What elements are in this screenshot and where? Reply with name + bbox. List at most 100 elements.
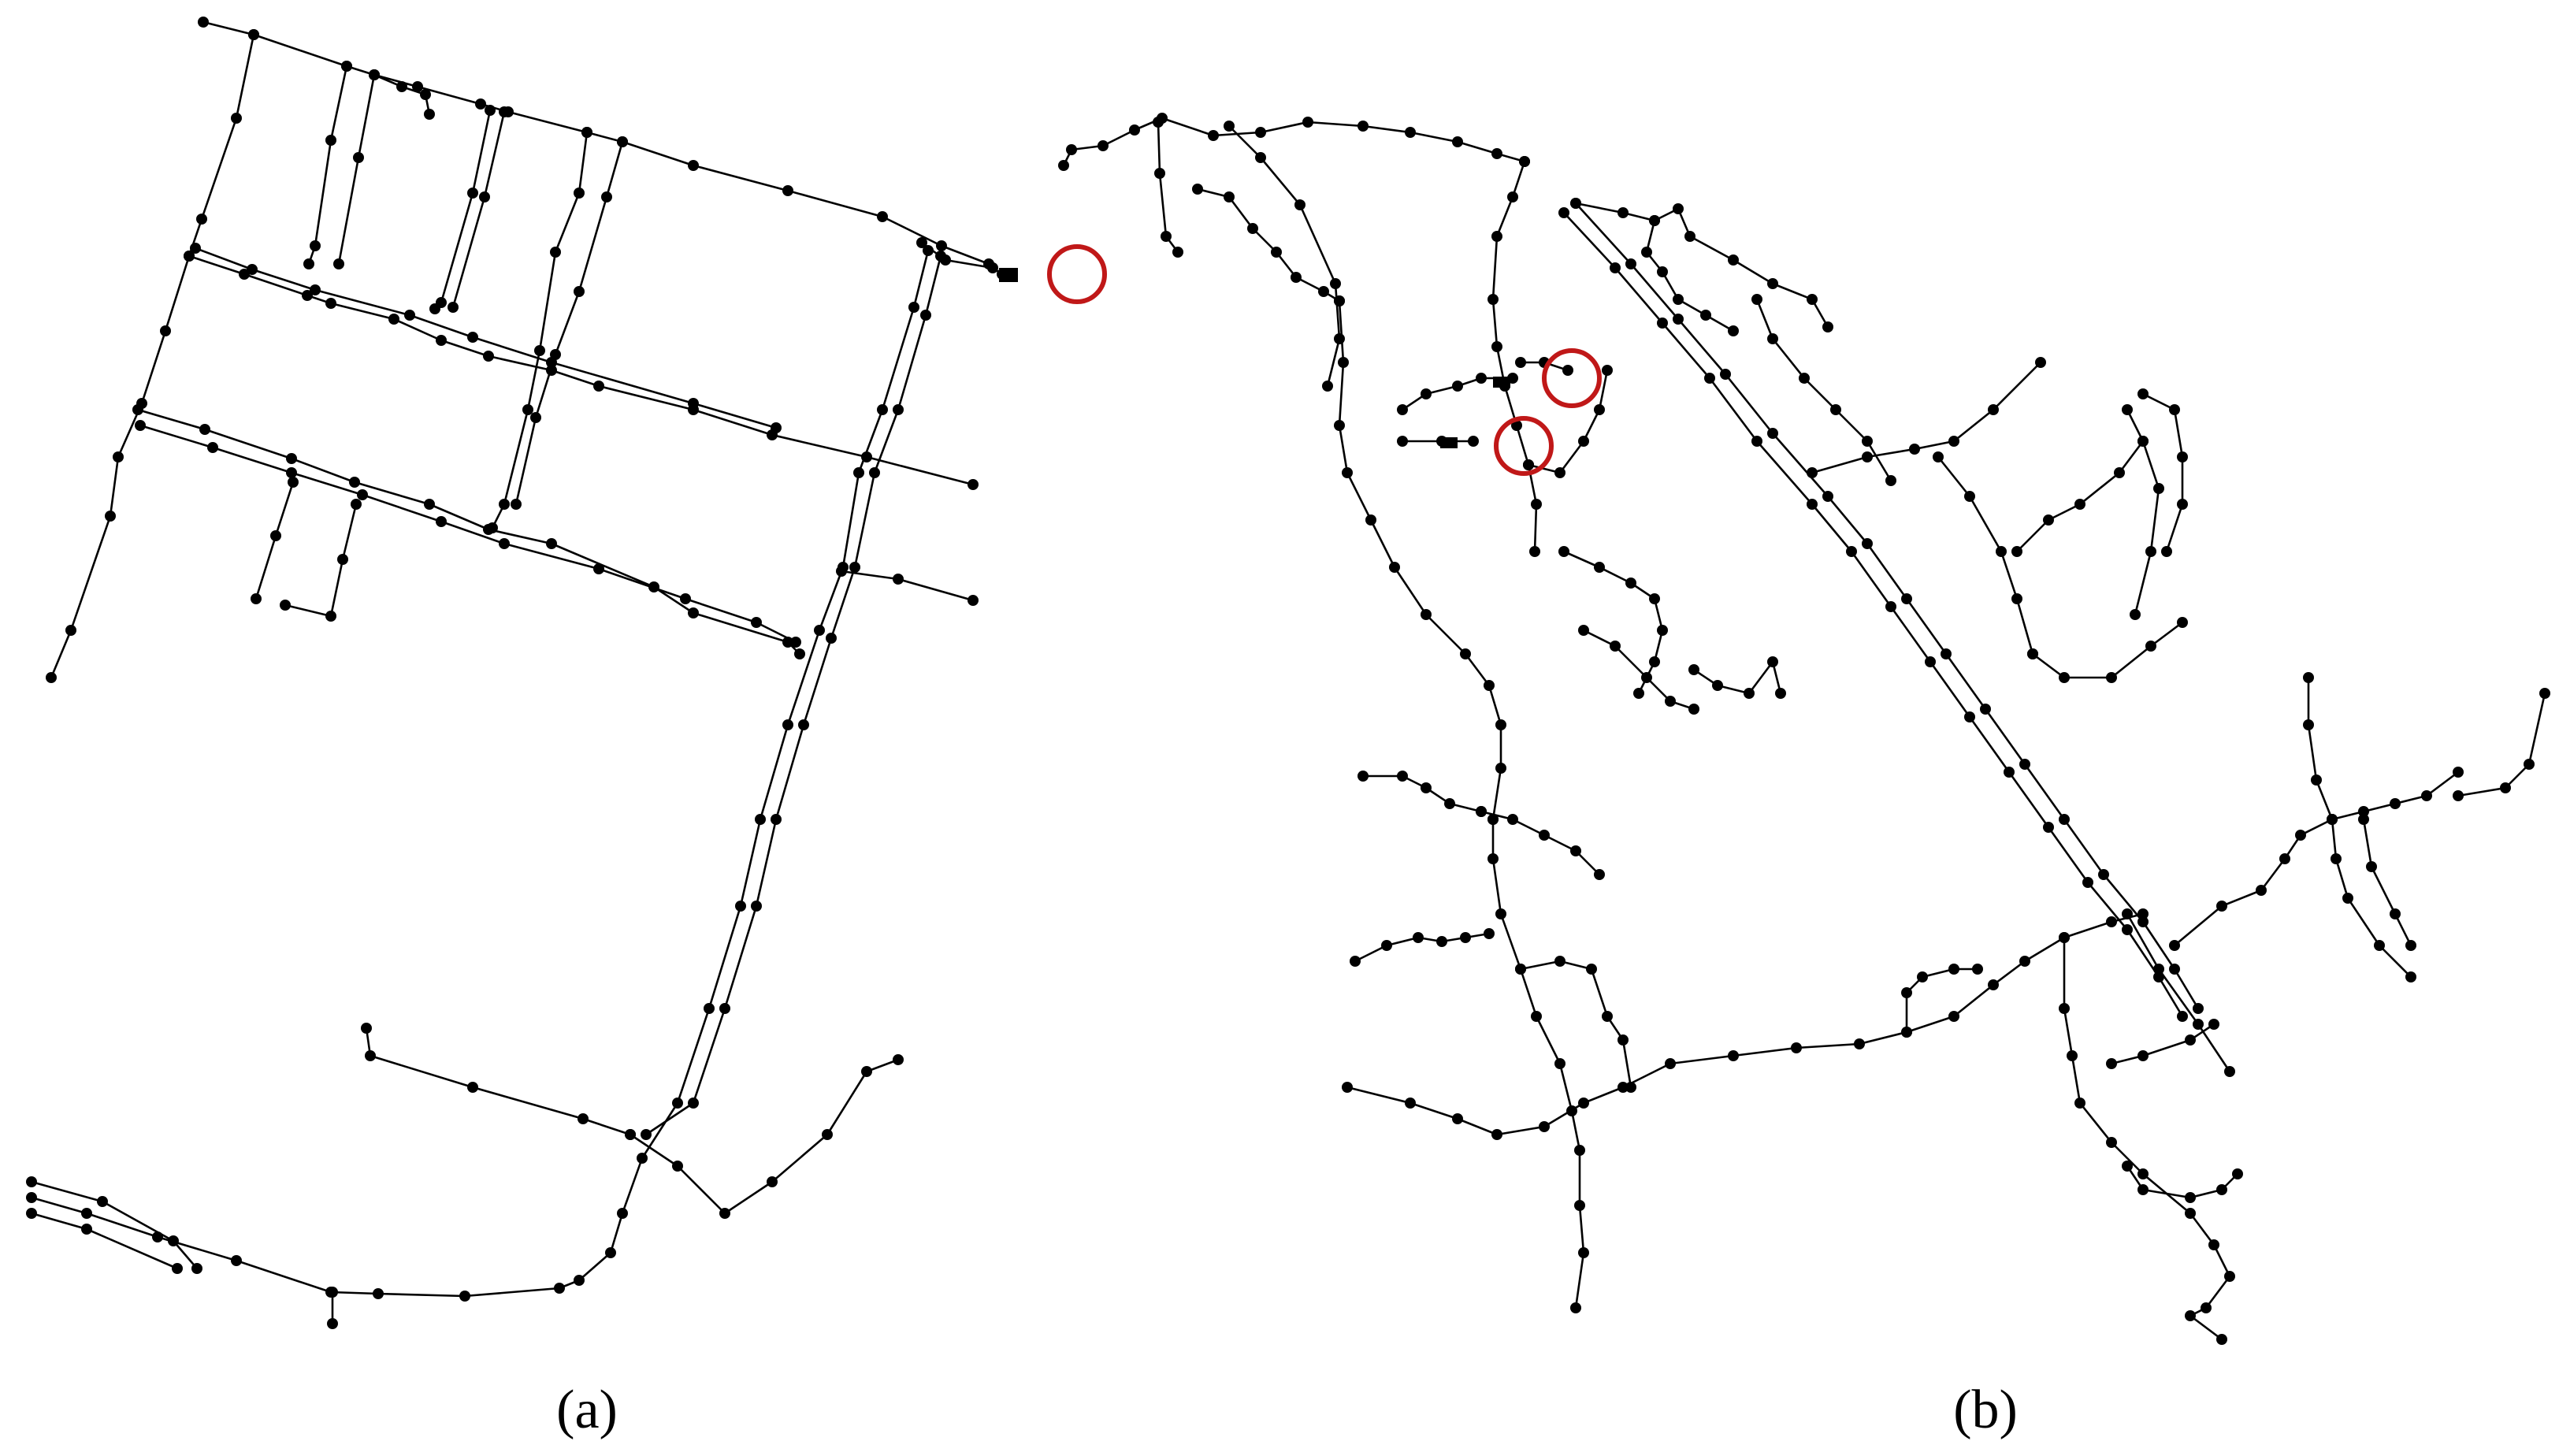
junction-node: [1602, 365, 1613, 376]
junction-node: [617, 1208, 628, 1219]
junction-node: [2043, 514, 2054, 526]
junction-node: [2145, 641, 2156, 652]
junction-node: [2019, 956, 2030, 967]
junction-node: [814, 625, 825, 636]
junction-node: [2216, 901, 2227, 912]
pipe: [2457, 692, 2546, 797]
junction-node: [1988, 404, 1999, 415]
junction-node: [196, 214, 207, 225]
junction-node: [1255, 152, 1266, 163]
junction-node: [1767, 428, 1778, 439]
junction-node: [2303, 719, 2314, 730]
junction-node: [1515, 964, 1526, 975]
junction-node: [735, 901, 746, 912]
pipe: [629, 1058, 900, 1215]
junction-node: [1421, 782, 1432, 793]
junction-node: [1247, 223, 1258, 234]
junction-node: [719, 1208, 730, 1219]
junction-node: [893, 574, 904, 585]
junction-node: [574, 188, 585, 199]
junction-node: [1491, 1129, 1502, 1140]
junction-node: [2539, 688, 2550, 699]
junction-node: [467, 332, 478, 343]
junction-node: [1574, 1145, 1585, 1156]
junction-node: [1964, 711, 1975, 722]
pipe: [1338, 299, 1502, 821]
pipe: [1157, 121, 1179, 254]
pipe: [1692, 660, 1782, 695]
junction-node: [877, 211, 888, 222]
junction-node: [448, 302, 459, 313]
junction-node: [550, 247, 561, 258]
junction-node: [2137, 908, 2149, 919]
junction-node: [1342, 1082, 1353, 1093]
junction-node: [172, 1263, 183, 1274]
junction-node: [475, 98, 486, 110]
junction-node: [1342, 467, 1353, 478]
junction-node: [1495, 763, 1506, 774]
junction-node: [1389, 562, 1400, 573]
junction-node: [1578, 1247, 1589, 1258]
junction-node: [1507, 191, 1518, 202]
junction-node: [1854, 1038, 1865, 1049]
junction-node: [2390, 798, 2401, 809]
junction-node: [369, 69, 380, 80]
pipe: [139, 424, 797, 644]
junction-node: [46, 672, 57, 683]
junction-node: [2279, 853, 2290, 864]
junction-node: [522, 404, 533, 415]
junction-node: [1704, 373, 1715, 384]
pipe: [284, 503, 358, 618]
pipe: [337, 73, 376, 266]
junction-node: [1673, 294, 1684, 305]
junction-node: [2082, 877, 2093, 888]
junction-node: [1334, 420, 1345, 431]
junction-node: [637, 1153, 648, 1164]
junction-node: [782, 185, 793, 196]
junction-node: [280, 600, 291, 611]
junction-node: [327, 1318, 338, 1329]
junction-node: [1507, 814, 1518, 825]
junction-node: [2500, 782, 2511, 793]
junction-node: [2232, 1168, 2243, 1179]
junction-node: [1397, 771, 1408, 782]
junction-node: [251, 593, 262, 604]
junction-node: [554, 1283, 565, 1294]
junction-node: [1807, 467, 1818, 478]
pipe: [1562, 550, 1664, 695]
junction-node: [1491, 231, 1502, 242]
junction-node: [688, 607, 699, 618]
junction-node: [1641, 247, 1652, 258]
junction-node: [1558, 546, 1569, 557]
junction-node: [1964, 491, 1975, 502]
junction-node: [605, 1247, 616, 1258]
junction-node: [2074, 1098, 2085, 1109]
junction-node: [511, 499, 522, 510]
junction-node: [487, 522, 498, 533]
junction-node: [1491, 148, 1502, 159]
junction-node: [1570, 1302, 1581, 1313]
pipe: [2141, 392, 2184, 553]
junction-node: [1586, 964, 1597, 975]
junction-node: [1172, 247, 1183, 258]
junction-node: [2390, 908, 2401, 919]
junction-node: [1617, 1034, 1629, 1046]
junction-node: [877, 404, 888, 415]
junction-node: [1476, 373, 1487, 384]
pipe: [2063, 936, 2231, 1341]
junction-node: [1334, 295, 1345, 306]
junction-node: [1728, 1050, 1739, 1061]
junction-node: [499, 538, 510, 549]
junction-node: [1397, 404, 1408, 415]
junction-node: [349, 477, 360, 488]
junction-node: [113, 451, 124, 462]
panel-b-pipes: [1062, 117, 2546, 1341]
junction-node: [1098, 140, 1109, 151]
junction-node: [2137, 1184, 2149, 1195]
junction-node: [2453, 767, 2464, 778]
junction-node: [680, 593, 691, 604]
junction-node: [1807, 499, 1818, 510]
junction-node: [1846, 546, 1857, 557]
junction-node: [2098, 869, 2109, 880]
pipe: [1574, 202, 2200, 1010]
